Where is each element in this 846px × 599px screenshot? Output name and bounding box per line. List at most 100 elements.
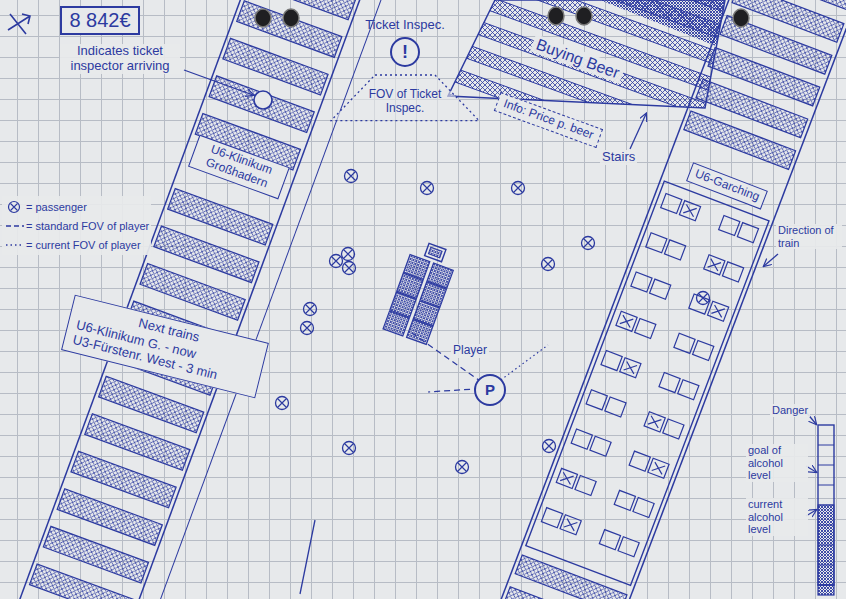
meter-tick	[818, 525, 834, 526]
train-seat	[648, 458, 669, 478]
node-text: Ticket Inspec.	[365, 18, 445, 33]
seated-passenger	[564, 519, 577, 531]
punch-hole	[255, 9, 271, 27]
train-seat	[664, 240, 685, 260]
train-seat	[590, 436, 611, 456]
meter-tick	[818, 445, 834, 446]
train-seat	[541, 508, 562, 528]
train-seat	[601, 351, 622, 371]
train-seat	[659, 373, 680, 393]
train-seat	[679, 201, 700, 221]
train-car	[526, 181, 769, 585]
pen-stroke	[300, 520, 315, 594]
passenger	[343, 442, 356, 455]
train-seat	[571, 429, 592, 449]
hatched-panel	[818, 585, 834, 595]
player-marker: P	[474, 374, 506, 406]
stairs-outline	[448, 0, 725, 108]
passenger	[542, 258, 555, 271]
callout: Stairs	[600, 150, 637, 165]
passenger	[343, 262, 356, 275]
left-train	[0, 0, 385, 599]
player-label: Player	[451, 344, 489, 358]
passenger	[456, 461, 469, 474]
meter-tick	[818, 465, 834, 466]
passenger	[332, 257, 341, 266]
train-seat	[661, 194, 682, 214]
train-seat	[616, 311, 637, 331]
callout: Direction of train	[776, 224, 842, 249]
train-seat	[614, 490, 635, 510]
stair-step	[400, 132, 760, 277]
passenger	[306, 305, 315, 314]
punch-hole	[733, 9, 749, 27]
passenger	[278, 399, 287, 408]
passenger	[512, 182, 525, 195]
fov-outline	[331, 75, 479, 121]
passenger	[421, 182, 434, 195]
passenger	[543, 440, 556, 453]
passenger	[458, 463, 467, 472]
bench	[383, 239, 459, 345]
hatched-panel	[684, 111, 796, 169]
inspector-symbol: !	[390, 37, 420, 67]
dashed-line-sample	[6, 225, 24, 226]
node-text: U6-Garching	[693, 167, 761, 204]
train-seat	[620, 358, 641, 378]
passenger	[545, 442, 554, 451]
hatched-panel	[383, 311, 409, 336]
node-text: FOV of Ticket Inspec.	[360, 88, 450, 116]
passenger	[342, 248, 355, 261]
train-seat	[575, 475, 596, 495]
train-seat	[722, 262, 743, 282]
ticket-inspector: Ticket Inspec.!	[365, 18, 445, 67]
hatched-panel	[30, 564, 135, 599]
passenger	[544, 260, 553, 269]
passenger	[345, 264, 354, 273]
train-seat	[704, 255, 725, 275]
leader-arrow	[764, 254, 778, 266]
seated-passenger	[711, 305, 724, 317]
seated-passenger	[624, 362, 637, 374]
legend-row: = current FOV of player	[4, 235, 149, 254]
legend-row: = passenger	[4, 197, 149, 216]
train-seat	[644, 412, 665, 432]
meter-tick	[818, 545, 834, 546]
scribble-icon	[8, 14, 30, 34]
train-seat	[560, 515, 581, 535]
note: Indicates ticket inspector arriving	[60, 44, 180, 74]
train-seat	[708, 301, 729, 321]
meter-label: Danger	[770, 404, 810, 417]
meter-label: current alcohol level	[746, 498, 808, 536]
train-seat	[737, 223, 758, 243]
train-seat	[719, 216, 740, 236]
hatched-panel	[515, 555, 627, 599]
punch-hole	[548, 7, 564, 25]
train-seat	[650, 279, 671, 299]
meter-label: goal of alcohol level	[746, 444, 808, 482]
seated-passenger	[620, 315, 633, 327]
passenger	[345, 170, 358, 183]
departure-board: Next trainsU6-Klinikum G. - nowU3-Fürste…	[61, 295, 269, 399]
node-text: P	[485, 381, 495, 398]
bench-top	[425, 243, 446, 261]
seated-passenger	[652, 462, 665, 474]
stair-step	[400, 0, 760, 53]
passenger-symbol	[9, 201, 20, 212]
alcohol-meter	[818, 425, 834, 585]
legend-swatch	[4, 200, 26, 214]
meter-tick	[818, 565, 834, 566]
train-seat	[631, 272, 652, 292]
passenger	[514, 184, 523, 193]
passenger	[330, 255, 343, 268]
passenger	[303, 324, 312, 333]
hatched-panel	[407, 319, 433, 344]
train-seat	[633, 497, 654, 517]
passenger	[582, 237, 595, 250]
money-box: 8 842€	[60, 6, 139, 35]
passenger	[584, 239, 593, 248]
arrival-indicator	[254, 91, 272, 109]
leader-arrow	[184, 70, 253, 95]
train-seat	[586, 390, 607, 410]
passenger	[347, 172, 356, 181]
